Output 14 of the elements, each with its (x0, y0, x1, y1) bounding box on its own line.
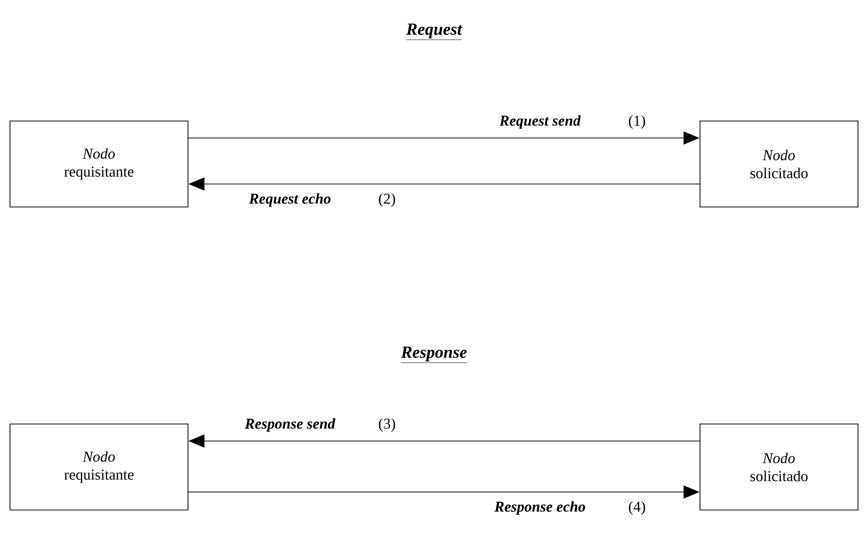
process-box: Nodo solicitado (700, 120, 858, 208)
edge-label: Response echo (493, 500, 587, 516)
step-number: (4) (627, 500, 647, 516)
step-number: (2) (377, 192, 397, 208)
edge-label: Request echo (248, 192, 332, 208)
process-box: Nodo solicitado (700, 424, 858, 510)
step-number: (3) (377, 417, 397, 433)
edge-label: Request send (498, 114, 582, 130)
step-number: (1) (627, 114, 647, 130)
edge-label: Response send (244, 417, 336, 433)
process-box: Nodo requisitante (10, 424, 188, 510)
process-box: Nodo requisitante (10, 120, 188, 208)
section-heading: Response (400, 346, 468, 363)
section-heading: Request (406, 24, 462, 40)
